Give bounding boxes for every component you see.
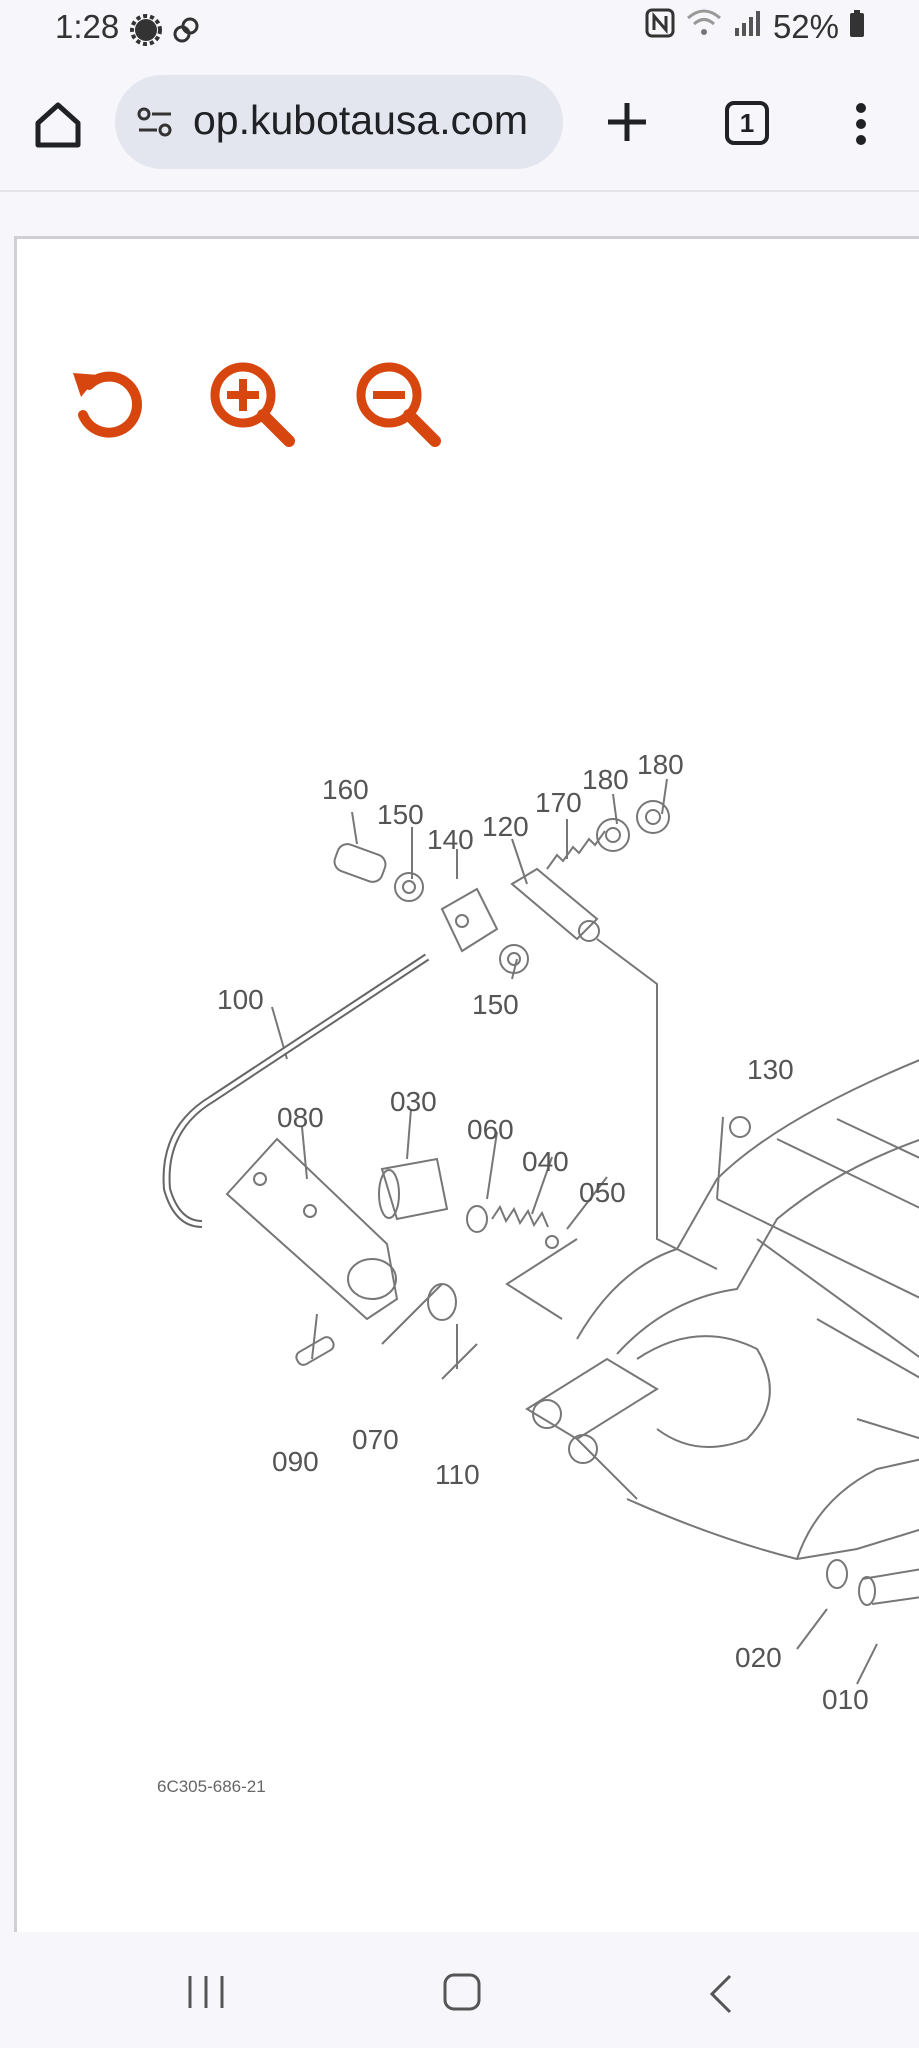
url-text: op.kubotausa.com <box>193 97 529 143</box>
battery-percent: 52% <box>772 8 839 45</box>
reset-view-button[interactable] <box>63 359 149 445</box>
tab-count: 1 <box>739 108 755 138</box>
part-label[interactable]: 090 <box>272 1446 319 1477</box>
part-label[interactable]: 170 <box>535 787 582 818</box>
plus-icon <box>608 103 646 141</box>
site-settings-icon[interactable] <box>135 102 175 147</box>
zoom-out-button[interactable] <box>353 359 443 449</box>
tab-switcher-button[interactable]: 1 <box>724 100 770 146</box>
zoom-out-icon <box>356 362 441 447</box>
part-label[interactable]: 150 <box>377 799 424 830</box>
part-label[interactable]: 020 <box>735 1642 782 1673</box>
home-square-icon <box>443 1973 481 2011</box>
part-label[interactable]: 100 <box>217 984 264 1015</box>
part-label[interactable]: 160 <box>322 774 369 805</box>
system-nav-bar <box>0 1932 919 2048</box>
part-label[interactable]: 060 <box>467 1114 514 1145</box>
zoom-in-icon <box>210 362 295 447</box>
nfc-icon <box>645 8 675 46</box>
part-label[interactable]: 180 <box>582 764 629 795</box>
tab-count-icon <box>725 101 769 145</box>
part-label[interactable]: 130 <box>747 1054 794 1085</box>
back-chevron-icon <box>709 1974 732 2014</box>
part-label[interactable]: 140 <box>427 824 474 855</box>
signal-icon <box>733 8 763 46</box>
browser-toolbar: op.kubotausa.com 1 <box>0 60 919 192</box>
home-nav-button[interactable] <box>442 1972 482 2012</box>
status-time: 1:28 <box>55 8 120 45</box>
wifi-icon <box>685 8 723 46</box>
figure-code: 6C305-686-21 <box>157 1777 266 1796</box>
part-label[interactable]: 040 <box>522 1146 569 1177</box>
part-label[interactable]: 120 <box>482 811 529 842</box>
status-indicators: 52% <box>645 8 865 46</box>
link-icon <box>170 14 202 51</box>
part-label[interactable]: 050 <box>579 1177 626 1208</box>
parts-diagram-viewer: 160 150 140 120 170 180 180 150 100 130 … <box>14 236 919 1932</box>
status-bar: 1:28 52% <box>0 0 919 60</box>
part-label[interactable]: 110 <box>435 1459 480 1490</box>
part-label[interactable]: 070 <box>352 1424 399 1455</box>
more-vert-icon <box>856 103 866 145</box>
recent-apps-icon <box>188 1976 224 2008</box>
recent-apps-button[interactable] <box>186 1974 226 2010</box>
menu-button[interactable] <box>846 100 876 150</box>
home-icon <box>35 102 81 148</box>
part-label[interactable]: 180 <box>637 749 684 780</box>
battery-icon <box>849 8 865 46</box>
part-label[interactable]: 030 <box>390 1086 437 1117</box>
part-label[interactable]: 080 <box>277 1102 324 1133</box>
zoom-in-button[interactable] <box>207 359 297 449</box>
rotate-ccw-icon <box>73 371 142 438</box>
new-tab-button[interactable] <box>602 97 652 147</box>
exploded-parts-drawing[interactable]: 160 150 140 120 170 180 180 150 100 130 … <box>17 239 919 1932</box>
part-label[interactable]: 010 <box>822 1684 869 1715</box>
back-button[interactable] <box>706 1972 736 2016</box>
settings-gear-icon <box>130 14 162 51</box>
part-label[interactable]: 150 <box>472 989 519 1020</box>
home-button[interactable] <box>30 97 86 153</box>
address-bar[interactable]: op.kubotausa.com <box>115 75 563 169</box>
